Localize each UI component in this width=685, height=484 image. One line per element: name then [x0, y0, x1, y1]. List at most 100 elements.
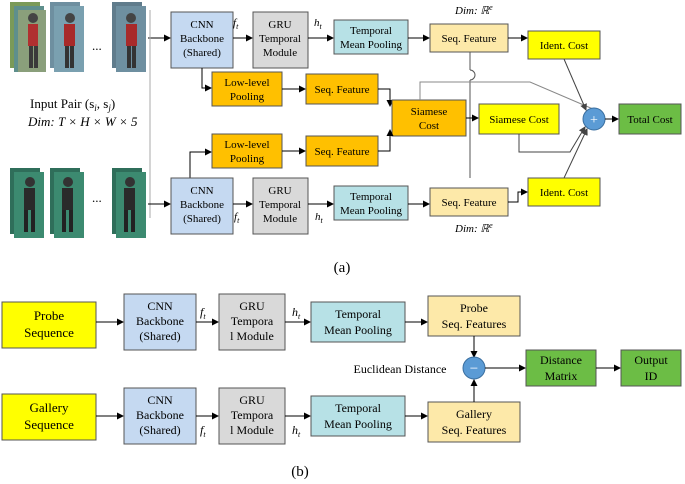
svg-text:Pooling: Pooling: [230, 91, 265, 103]
svg-text:Module: Module: [263, 213, 297, 225]
gru-module-probe: [218, 293, 286, 351]
svg-text:+: +: [590, 113, 598, 128]
top-sequence-frames: [10, 2, 146, 72]
ht-label-bottom: ht: [315, 211, 324, 225]
svg-text:GRU: GRU: [239, 393, 265, 407]
svg-text:Sequence: Sequence: [24, 325, 74, 340]
ident-cost-top: [527, 30, 601, 60]
svg-text:Probe: Probe: [34, 308, 65, 323]
svg-text:CNN: CNN: [147, 299, 173, 313]
svg-text:Seq. Features: Seq. Features: [442, 317, 507, 331]
total-cost-box: [618, 103, 682, 135]
siamese-cost-box: [391, 99, 467, 137]
bottom-sequence-frames: [10, 168, 146, 238]
svg-text:Matrix: Matrix: [545, 369, 578, 383]
ft-label-bottom: ft: [234, 211, 240, 225]
svg-text:Module: Module: [263, 47, 297, 59]
input-pair-label: Input Pair (si, sj): [30, 96, 115, 113]
seq-feature-mid-bottom: [305, 135, 379, 167]
seq-feature-bottom: [429, 187, 509, 217]
caption-a: (a): [334, 260, 351, 276]
svg-text:Seq. Features: Seq. Features: [442, 423, 507, 437]
lowlevel-pooling-bottom: [211, 133, 283, 169]
svg-text:(Shared): (Shared): [183, 213, 221, 225]
probe-seq-features-box: [427, 295, 521, 337]
svg-text:Sequence: Sequence: [24, 417, 74, 432]
seq-feature-mid-top: [305, 73, 379, 105]
svg-text:CNN: CNN: [190, 19, 213, 31]
output-id-box: [620, 349, 682, 387]
temporal-pooling-top: [333, 19, 409, 55]
svg-text:Gallery: Gallery: [30, 400, 69, 415]
svg-text:Mean Pooling: Mean Pooling: [324, 417, 392, 431]
svg-text:GRU: GRU: [268, 185, 291, 197]
caption-b: (b): [291, 464, 309, 480]
temporal-pooling-gallery: [310, 395, 406, 437]
svg-text:Seq. Feature: Seq. Feature: [315, 146, 370, 158]
ident-cost-bottom: [527, 177, 601, 207]
svg-text:Temporal: Temporal: [335, 307, 381, 321]
svg-text:Ident. Cost: Ident. Cost: [540, 187, 588, 199]
cnn-backbone-top: [170, 11, 234, 69]
svg-text:Output: Output: [634, 353, 668, 367]
svg-text:Mean Pooling: Mean Pooling: [340, 39, 403, 51]
svg-text:(Shared): (Shared): [139, 423, 180, 437]
ft-label-gallery: ft: [200, 423, 206, 439]
svg-text:ID: ID: [645, 369, 658, 383]
svg-text:Backbone: Backbone: [136, 408, 184, 422]
svg-text:Backbone: Backbone: [180, 33, 224, 45]
svg-text:Temporal: Temporal: [335, 401, 381, 415]
svg-text:Mean Pooling: Mean Pooling: [340, 205, 403, 217]
cnn-backbone-bottom: [170, 177, 234, 235]
seq-feature-top: [429, 23, 509, 53]
svg-text:Siamese Cost: Siamese Cost: [489, 114, 549, 126]
svg-text:GRU: GRU: [239, 299, 265, 313]
dim-re-bottom: Dim: ℝe: [454, 221, 493, 235]
svg-text:−: −: [470, 361, 478, 377]
svg-text:Pooling: Pooling: [230, 153, 265, 165]
svg-text:Temporal: Temporal: [350, 191, 392, 203]
dim-re-top: Dim: ℝe: [454, 3, 493, 17]
svg-text:Low-level: Low-level: [224, 77, 269, 89]
svg-text:Seq. Feature: Seq. Feature: [315, 84, 370, 96]
ellipsis-bottom: ...: [92, 190, 102, 205]
svg-text:Cost: Cost: [419, 120, 439, 132]
svg-text:GRU: GRU: [268, 19, 291, 31]
svg-text:Tempora: Tempora: [231, 408, 274, 422]
ellipsis-top: ...: [92, 38, 102, 53]
svg-text:Temporal: Temporal: [259, 33, 301, 45]
gru-module-top: [252, 11, 309, 69]
svg-text:Total Cost: Total Cost: [627, 114, 672, 126]
ft-label-probe: ft: [200, 305, 206, 321]
gallery-sequence-box: [1, 393, 97, 441]
ht-label-probe: ht: [292, 305, 301, 321]
svg-text:Backbone: Backbone: [180, 199, 224, 211]
svg-text:Mean Pooling: Mean Pooling: [324, 323, 392, 337]
svg-text:Seq. Feature: Seq. Feature: [442, 197, 497, 209]
svg-text:CNN: CNN: [190, 185, 213, 197]
svg-text:Gallery: Gallery: [456, 407, 492, 421]
siamese-cost-right: [478, 103, 560, 135]
temporal-pooling-probe: [310, 301, 406, 343]
svg-text:(Shared): (Shared): [183, 47, 221, 59]
ft-label-top: ft: [233, 17, 239, 31]
svg-text:CNN: CNN: [147, 393, 173, 407]
euclidean-distance-label: Euclidean Distance: [354, 362, 447, 376]
svg-text:(Shared): (Shared): [139, 329, 180, 343]
svg-text:Siamese: Siamese: [411, 106, 448, 118]
svg-text:Ident. Cost: Ident. Cost: [540, 40, 588, 52]
temporal-pooling-bottom: [333, 185, 409, 221]
svg-text:Temporal: Temporal: [350, 25, 392, 37]
svg-text:Probe: Probe: [460, 301, 488, 315]
distance-matrix-box: [525, 349, 597, 387]
svg-text:Distance: Distance: [540, 353, 582, 367]
svg-text:Tempora: Tempora: [231, 314, 274, 328]
svg-text:Seq. Feature: Seq. Feature: [442, 33, 497, 45]
svg-text:Backbone: Backbone: [136, 314, 184, 328]
ht-label-gallery: ht: [292, 423, 301, 439]
gru-module-bottom: [252, 177, 309, 235]
probe-sequence-box: [1, 301, 97, 349]
svg-text:l Module: l Module: [230, 423, 274, 437]
svg-text:Temporal: Temporal: [259, 199, 301, 211]
